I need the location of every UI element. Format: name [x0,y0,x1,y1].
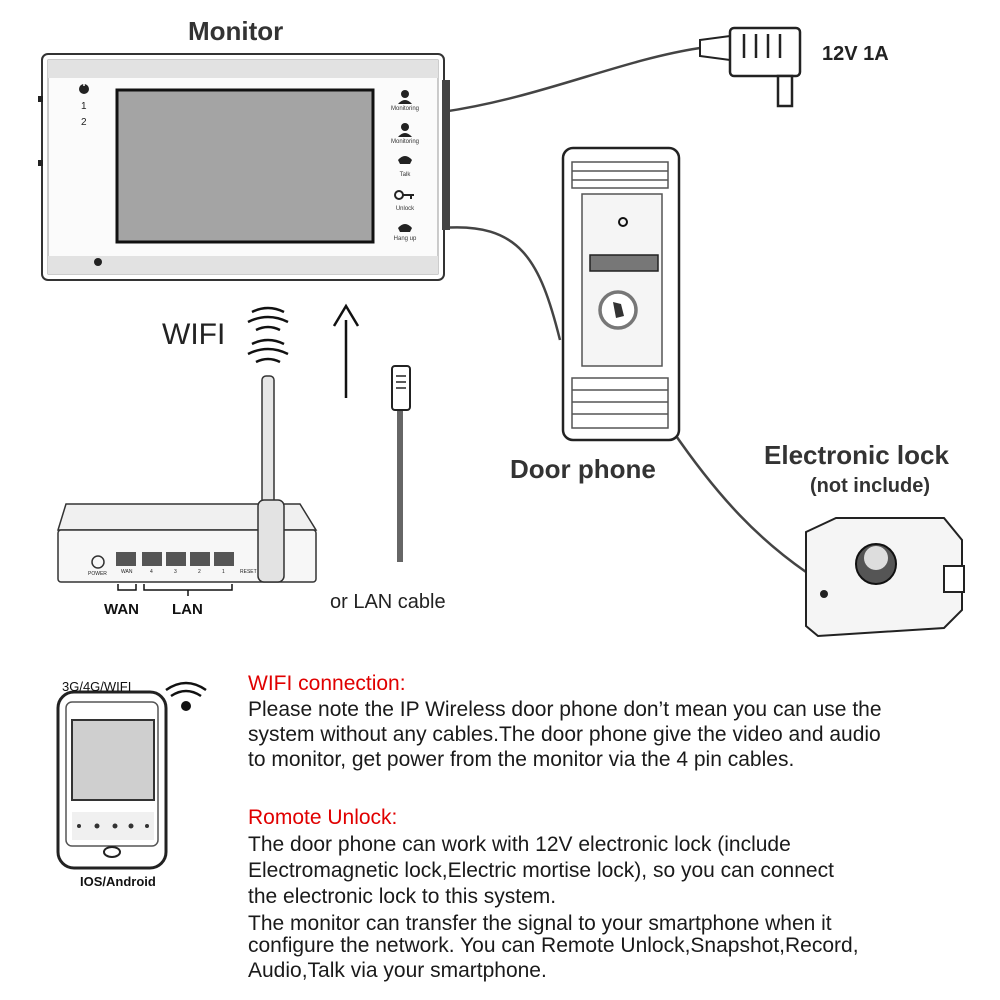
monitoring-icon [398,123,412,137]
wifi-connection-title: WIFI connection: [248,672,406,695]
door-phone-label: Door phone [510,454,656,484]
power-cable [441,46,701,114]
wifi-signal-icon [247,306,289,364]
wifi-paragraph-line: to monitor, get power from the monitor v… [248,748,795,771]
monitor-device [38,53,450,281]
unlock-paragraph-line: Audio,Talk via your smartphone. [248,959,547,982]
unlock-paragraph-line: The monitor can transfer the signal to y… [248,912,832,935]
electronic-lock-device [805,517,965,638]
home-button-icon [103,846,121,858]
hang-up-button[interactable]: Hang up [393,236,417,242]
router-reset-label: RESET [240,569,257,575]
power-spec-label: 12V 1A [822,43,889,65]
monitor-label: Monitor [188,16,284,46]
router-power-label: POWER [88,571,107,577]
lock-cable [670,429,807,574]
monitor-number: 2 [81,117,87,128]
router-port-label: WAN [121,569,133,575]
phone-os-label: IOS/Android [80,874,156,889]
router-port-label: 2 [198,569,201,575]
unlock-paragraph-line: Electromagnetic lock,Electric mortise lo… [248,859,834,882]
unlock-paragraph-line: the electronic lock to this system. [248,885,557,908]
monitor-number: 1 [81,101,87,112]
lan-label: LAN [172,601,203,618]
wifi-paragraph-line: system without any cables.The door phone… [248,723,881,746]
wifi-paragraph-line: Please note the IP Wireless door phone d… [248,698,882,721]
not-include-label: (not include) [810,475,930,497]
monitoring-button-2[interactable]: Monitoring [390,139,419,145]
unlock-paragraph-line: The door phone can work with 12V electro… [248,833,791,856]
unlock-paragraph-line: configure the network. You can Remote Un… [248,934,859,957]
electronic-lock-label: Electronic lock [764,440,949,470]
hang-up-icon [398,224,412,232]
power-adapter-icon [699,26,802,108]
wifi-label: WIFI [162,318,226,351]
unlock-button[interactable]: Unlock [395,206,415,212]
router-port-label: 3 [174,569,177,575]
key-icon [394,190,414,200]
phone-network-label: 3G/4G/WIFI [62,679,132,694]
monitoring-button-1[interactable]: Monitoring [390,106,419,112]
mic-icon [94,258,102,266]
monitoring-icon [398,90,412,104]
lan-cable [391,365,411,562]
router-device [56,375,318,596]
power-icon [79,84,89,94]
wan-label: WAN [104,601,139,618]
router-port-label: 4 [150,569,153,575]
up-arrow-icon [332,303,360,398]
talk-button[interactable]: Talk [399,172,411,178]
door-phone-device [561,146,681,442]
router-port-label: 1 [222,569,225,575]
remote-unlock-title: Romote Unlock: [248,806,398,829]
lan-cable-label: or LAN cable [330,591,446,613]
talk-icon [398,156,412,164]
smartphone-device [56,690,168,870]
wifi-signal-icon [165,681,207,711]
doorphone-cable [441,226,562,341]
name-plate [589,254,659,272]
